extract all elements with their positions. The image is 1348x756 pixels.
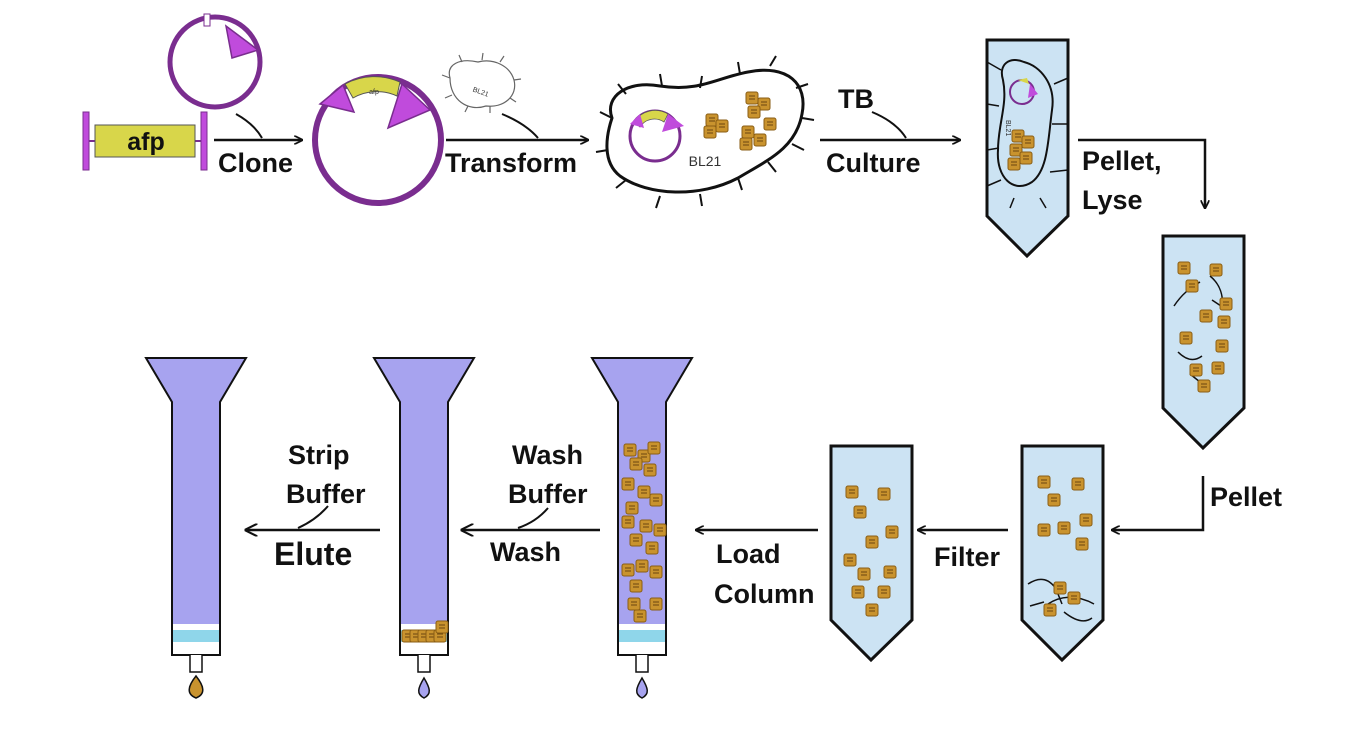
wash-arrow: Wash Buffer Wash — [462, 440, 600, 567]
eluted-column — [144, 357, 248, 699]
wash-buffer-label-line2: Buffer — [508, 479, 588, 509]
load-column-arrow: Load Column — [696, 530, 818, 609]
culture-label: Culture — [826, 148, 921, 178]
eluted-protein-drop — [188, 674, 204, 699]
bl21-cell-sketch: BL21 — [441, 52, 522, 113]
afp-gene-insert: afp — [82, 111, 208, 171]
pellet-lyse-label-line1: Pellet, — [1082, 146, 1162, 176]
clone-arrow: Clone — [214, 113, 302, 178]
filtrate-tube — [829, 444, 914, 663]
wash-buffer-label-line1: Wash — [512, 440, 583, 470]
tb-label: TB — [838, 84, 874, 114]
load-label-line2: Column — [714, 579, 815, 609]
wash-action-label: Wash — [490, 537, 561, 567]
load-label-line1: Load — [716, 539, 781, 569]
loaded-column — [590, 357, 694, 699]
transform-arrow: Transform — [445, 113, 588, 178]
strip-buffer-label-line2: Buffer — [286, 479, 366, 509]
transformed-ecoli-cell: BL21 — [595, 55, 815, 209]
strip-buffer-label-line1: Strip — [288, 440, 350, 470]
supernatant-tube — [1020, 444, 1105, 663]
pellet-label: Pellet — [1210, 482, 1282, 512]
host-label: BL21 — [689, 153, 722, 169]
pellet-arrow: Pellet — [1112, 476, 1282, 530]
transform-label: Transform — [445, 148, 577, 178]
pellet-lyse-label-line2: Lyse — [1082, 185, 1143, 215]
lysate-tube — [1161, 234, 1246, 451]
pellet-lyse-arrow: Pellet, Lyse — [1078, 138, 1205, 215]
elute-arrow: Strip Buffer Elute — [246, 440, 380, 572]
tube-host-label: BL21 — [1004, 120, 1011, 136]
empty-plasmid — [167, 13, 263, 110]
filter-label: Filter — [934, 542, 1001, 572]
filter-arrow: Filter — [918, 530, 1008, 572]
gene-label: afp — [127, 128, 165, 156]
clone-label: Clone — [218, 148, 293, 178]
culture-tube: BL21 — [985, 38, 1070, 259]
plasmid-gene-label: afp — [369, 89, 379, 96]
washed-column — [372, 357, 476, 699]
elute-label: Elute — [274, 536, 352, 572]
culture-arrow: TB Culture — [820, 84, 960, 178]
recombinant-plasmid: afp — [312, 74, 444, 206]
